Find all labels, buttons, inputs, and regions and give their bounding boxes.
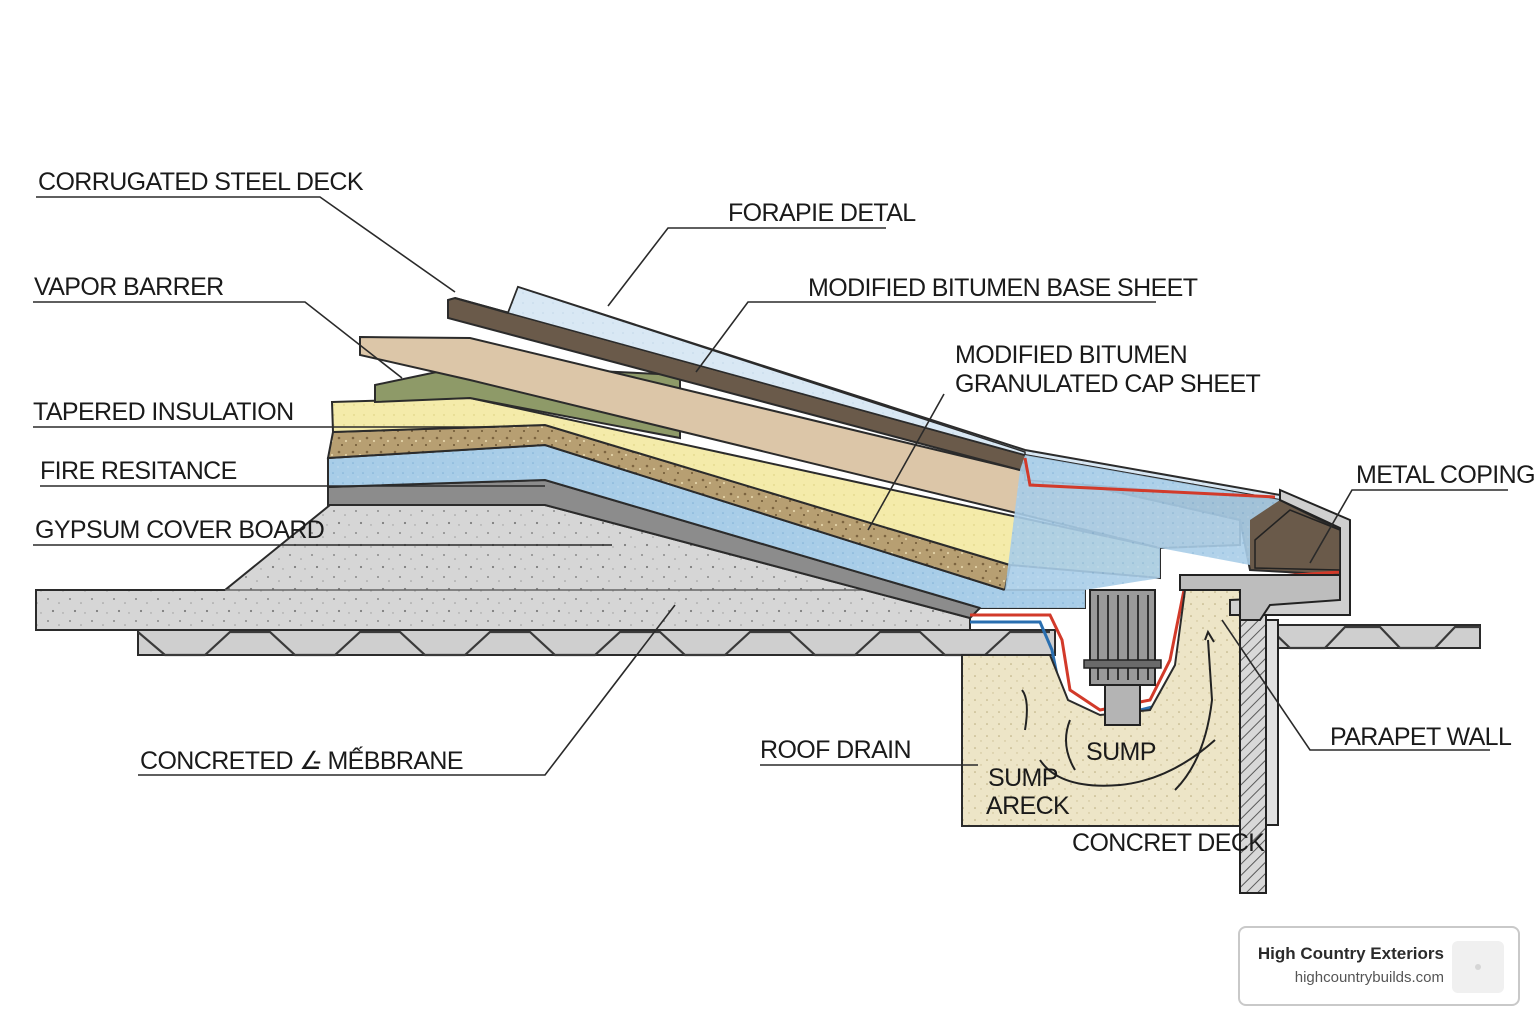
label-vapor-barrer: VAPOR BARRER: [34, 273, 224, 301]
label-concret-deck: CONCRET DECK: [1072, 829, 1265, 857]
label-metal-coping: METAL COPING: [1356, 461, 1535, 489]
roof-drain-shape: [1083, 589, 1162, 726]
label-sump-areck-line1: SUMP: [988, 764, 1058, 792]
callout-labels: CORRUGATED STEEL DECK FORAPIE DETAL VAPO…: [33, 168, 1536, 857]
label-sump: SUMP: [1086, 738, 1156, 766]
label-corrugated-steel-deck: CORRUGATED STEEL DECK: [38, 168, 364, 196]
sump-box-shape: [961, 589, 1241, 827]
brand-name: High Country Exteriors: [1257, 944, 1444, 963]
label-fire-resitance: FIRE RESITANCE: [40, 457, 237, 485]
parapet-wall-shape: [1239, 589, 1279, 894]
leader-lines: [33, 196, 1508, 776]
flow-arrows: [1021, 629, 1216, 791]
logo-placeholder-icon: [1452, 941, 1504, 993]
brand-url[interactable]: highcountrybuilds.com: [1294, 969, 1444, 986]
label-roof-drain: ROOF DRAIN: [760, 736, 911, 764]
corrugated-steel-deck-shape: [137, 624, 1481, 657]
label-parapet-wall: PARAPET WALL: [1330, 723, 1512, 751]
label-cap-sheet-line2: GRANULATED CAP SHEET: [955, 370, 1261, 398]
label-modified-bitumen-base-sheet: MODIFIED BITUMEN BASE SHEET: [808, 274, 1198, 302]
label-tapered-insulation: TAPERED INSULATION: [33, 398, 294, 426]
label-forapie-detal: FORAPIE DETAL: [728, 199, 916, 227]
metal-coping-shape: [1179, 488, 1351, 621]
brand-card[interactable]: High Country Exteriors highcountrybuilds…: [1238, 926, 1520, 1006]
label-cap-sheet-line1: MODIFIED BITUMEN: [955, 341, 1187, 369]
label-gypsum-cover-board: GYPSUM COVER BOARD: [35, 516, 324, 544]
label-concreted-membrane: CONCRETED ∠̵ MẾBBRANE: [140, 746, 463, 775]
label-sump-areck-line2: ARECK: [986, 792, 1070, 820]
